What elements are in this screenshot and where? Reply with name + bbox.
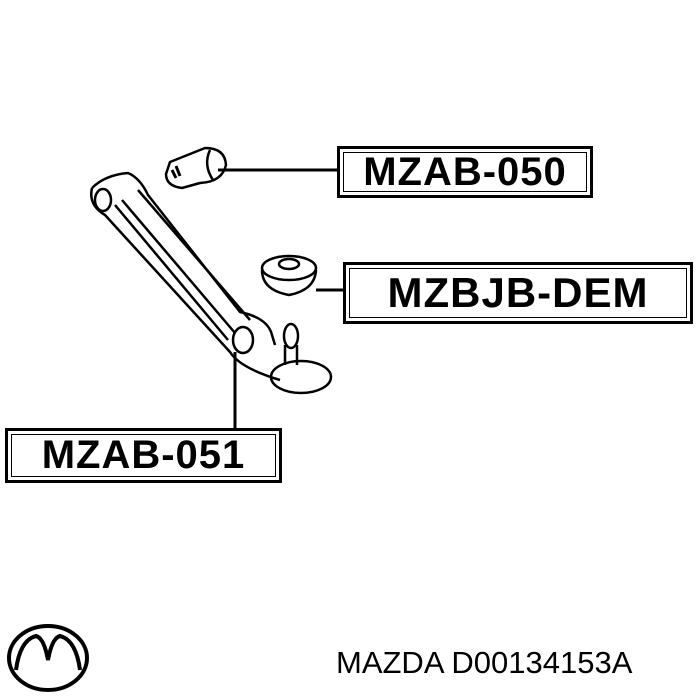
part-label-mzbjb-dem: MZBJB-DEM [343, 262, 693, 324]
bushing-mzab-050 [164, 146, 228, 190]
control-arm [90, 171, 333, 395]
part-number-text: MZAB-051 [41, 433, 246, 477]
mazda-logo [7, 624, 89, 692]
boot-mzbjb-dem [260, 254, 318, 297]
part-label-mzab-051: MZAB-051 [5, 428, 282, 483]
caption: MAZDA D00134153A [336, 645, 633, 680]
part-label-mzab-050: MZAB-050 [337, 146, 593, 198]
part-number-text: MZBJB-DEM [387, 269, 649, 316]
part-number-text: MZAB-050 [363, 149, 567, 194]
